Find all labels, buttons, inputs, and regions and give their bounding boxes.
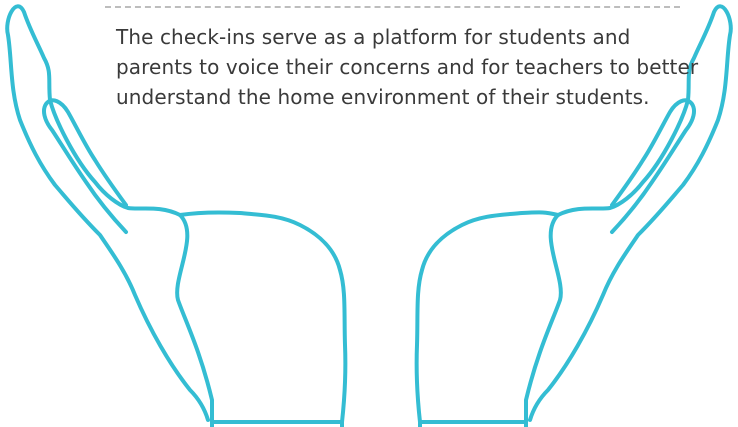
left-thumb-icon (42, 98, 128, 234)
check-ins-caption: The check-ins serve as a platform for st… (116, 25, 699, 109)
dashed-divider (105, 6, 680, 8)
right-thumb-icon (610, 98, 696, 234)
